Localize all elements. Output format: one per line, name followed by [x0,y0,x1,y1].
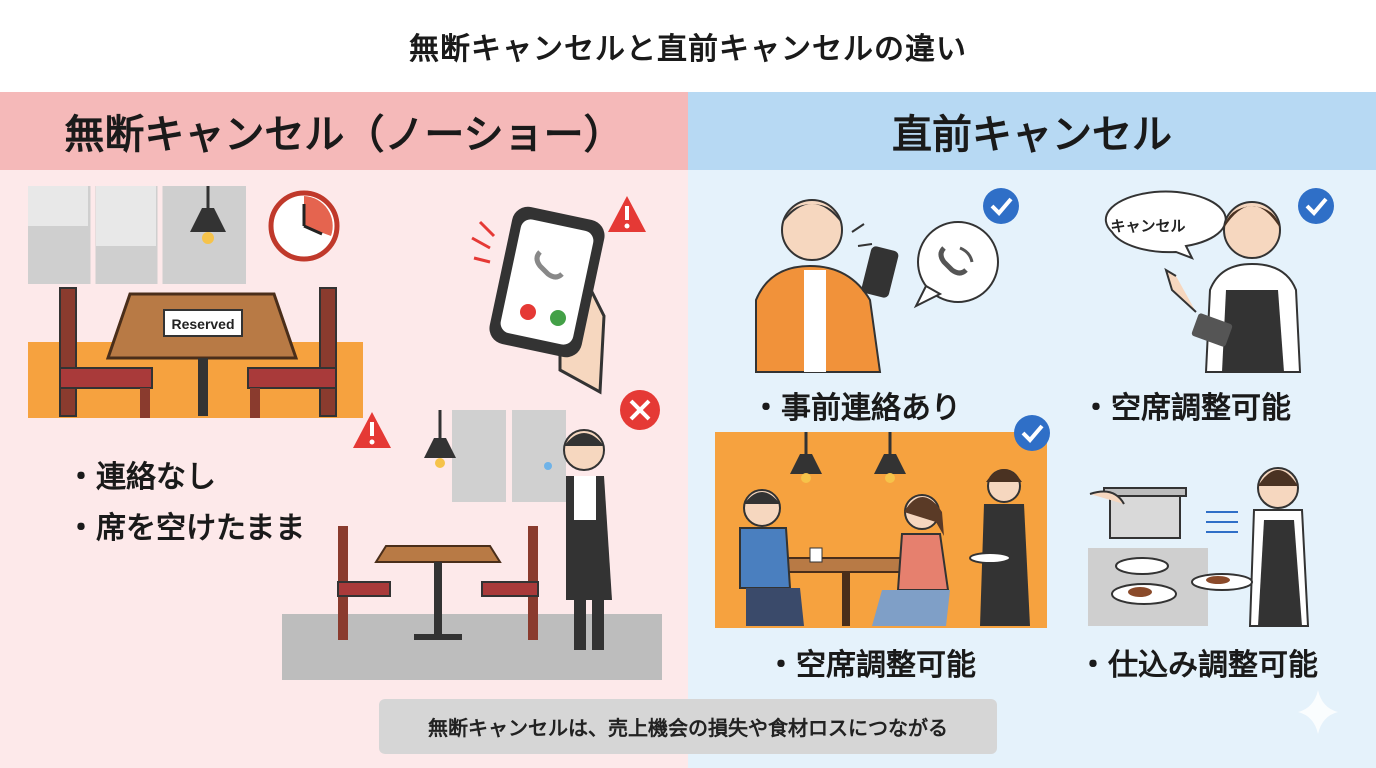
calling-customer-illustration [755,199,899,373]
waiting-staff-scene [282,410,662,680]
speech-bubble-icon [913,221,999,309]
sparkle-icon [1298,690,1338,734]
cross-icon [620,390,660,430]
empty-restaurant-scene: Reserved [28,186,363,418]
kitchen-prep-illustration [1088,467,1310,627]
speech-text: キャンセル [1110,217,1185,235]
no-show-bullet-2: ・席を空けたまま [66,511,306,546]
late-cancel-label-2: ・空席調整可能 [1081,391,1291,426]
late-cancel-label-1: ・事前連絡あり [751,391,961,426]
late-cancel-label-4: ・仕込み調整可能 [1078,648,1318,683]
page-title: 無断キャンセルと直前キャンセルの違い [409,32,967,67]
footer-note: 無断キャンセルは、売上機会の損失や食材ロスにつながる [379,699,997,754]
warning-icon [353,412,391,448]
reserved-sign: Reserved [171,316,234,332]
late-cancel-label-3: ・空席調整可能 [766,648,976,683]
clock-icon [268,190,340,262]
warning-icon [608,196,646,232]
no-show-header: 無断キャンセル（ノーショー） [0,92,688,170]
check-icon [983,188,1019,224]
no-show-bullet-1: ・連絡なし [66,460,216,495]
check-icon [1298,188,1334,224]
late-cancel-header: 直前キャンセル [688,92,1376,170]
phone-icon [471,206,606,395]
staff-tablet-illustration: キャンセル [1104,190,1302,373]
seated-guests-illustration [715,432,1047,628]
check-icon [1014,415,1050,451]
